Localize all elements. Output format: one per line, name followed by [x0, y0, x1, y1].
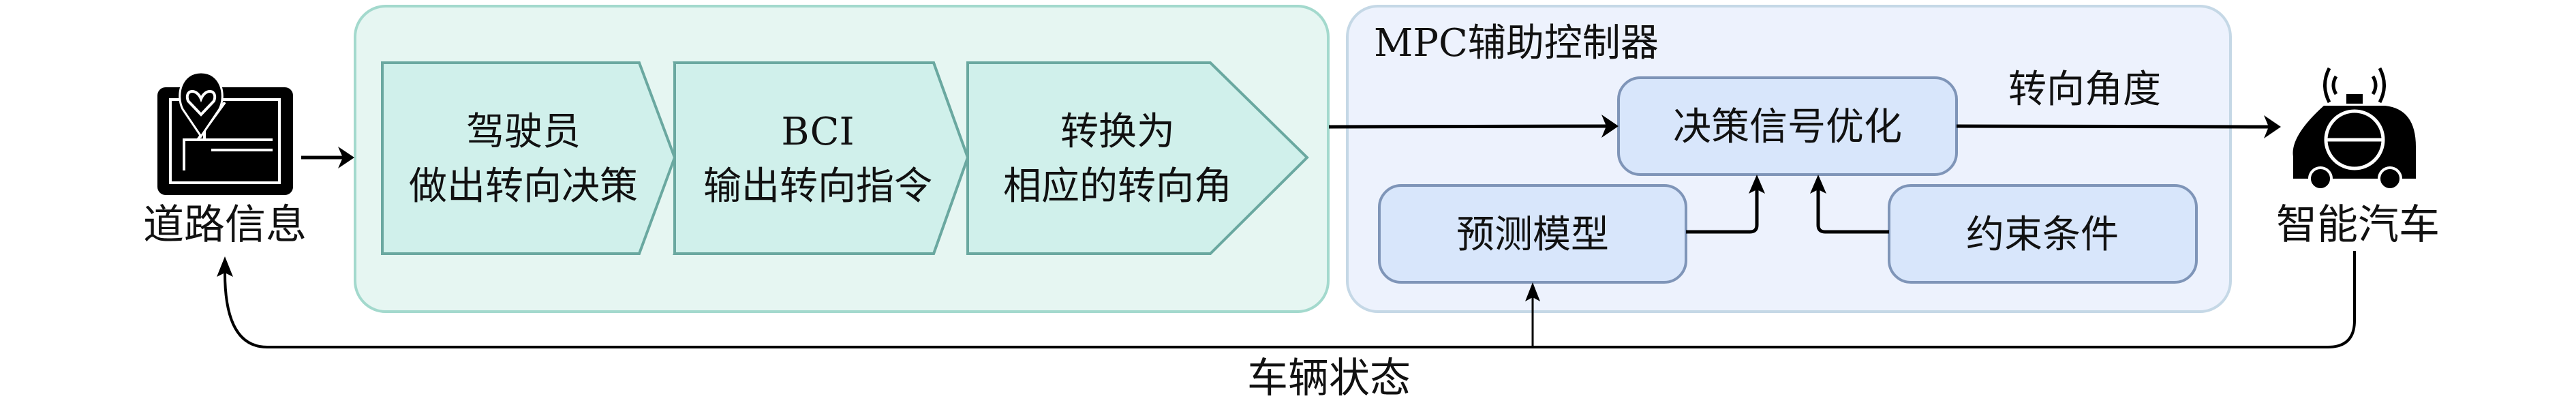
step-3-line2: 相应的转向角: [1003, 164, 1232, 209]
prediction-model-label: 预测模型: [1456, 213, 1609, 257]
arrowhead: [338, 147, 354, 168]
step-1-line2: 做出转向决策: [409, 164, 638, 209]
connectors: [217, 115, 2356, 348]
map-pin-icon: [157, 71, 293, 195]
autonomous-car-icon: [2293, 67, 2416, 191]
vehicle-label: 智能汽车: [2276, 201, 2440, 249]
road-info-label: 道路信息: [143, 201, 307, 249]
step-3-line1: 转换为: [1060, 110, 1175, 154]
arrowhead: [1810, 175, 1826, 194]
arrowhead: [217, 256, 233, 277]
step-2-line2: 输出转向指令: [703, 164, 932, 209]
arrowhead: [2264, 115, 2281, 138]
feedback-line: [224, 251, 2356, 348]
arrow-model-to-optimizer: [1686, 185, 1759, 234]
step-2-line1: BCI: [781, 110, 854, 154]
vehicle-state-label: 车辆状态: [1247, 355, 1411, 402]
arrow-constraints-to-optimizer: [1816, 185, 1889, 234]
arrowhead: [1749, 175, 1765, 194]
chevron-step-3: 转换为 相应的转向角: [966, 61, 1309, 255]
arrowhead: [1601, 115, 1619, 138]
mpc-title: MPC辅助控制器: [1374, 21, 1659, 65]
constraints-box: 约束条件: [1888, 184, 2198, 284]
steering-angle-label: 转向角度: [2008, 68, 2161, 112]
step-1-line1: 驾驶员: [466, 110, 581, 154]
arrow-bci-to-optimizer: [1328, 124, 1608, 129]
chevron-step-1: 驾驶员 做出转向决策: [381, 61, 677, 255]
arrowhead: [1525, 282, 1540, 301]
optimizer-box: 决策信号优化: [1617, 76, 1958, 176]
arrow-optimizer-to-car: [1956, 124, 2270, 129]
optimizer-label: 决策信号优化: [1673, 105, 1902, 149]
constraints-label: 约束条件: [1966, 213, 2119, 257]
prediction-model-box: 预测模型: [1378, 184, 1687, 284]
chevron-step-2: BCI 输出转向指令: [673, 61, 970, 255]
